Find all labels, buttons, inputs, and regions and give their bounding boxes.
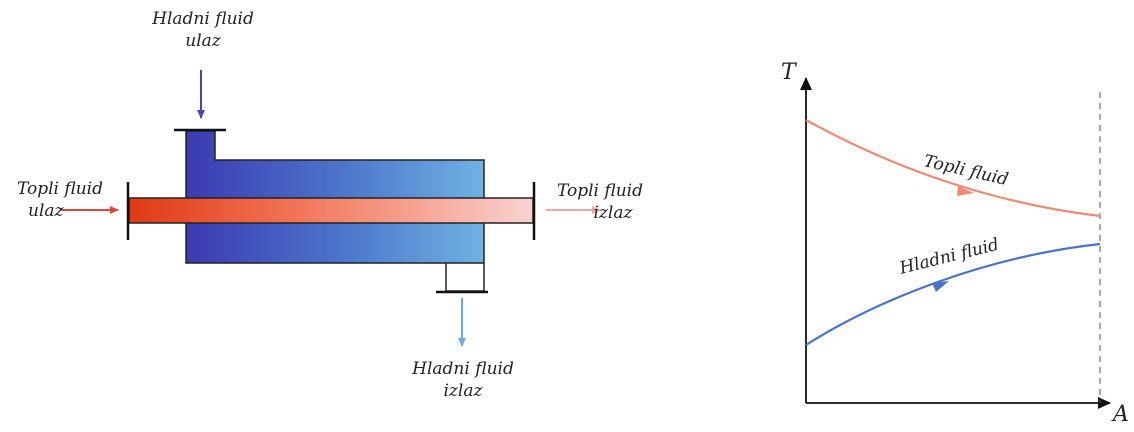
hot-outlet-label-line2: izlaz xyxy=(593,203,633,223)
hot-curve-arrowhead xyxy=(957,186,974,196)
x-axis-label: A xyxy=(1113,402,1129,427)
hot-inlet-label-line1: Topli fluid xyxy=(16,179,104,199)
hot-curve xyxy=(805,119,1101,218)
cold-inlet-label-line1: Hladni fluid xyxy=(152,9,254,29)
cold-curve-arrowhead xyxy=(932,281,949,292)
cold-outlet-label-line2: izlaz xyxy=(443,381,483,401)
cold-outlet-label-line1: Hladni fluid xyxy=(412,359,514,379)
cold-outlet-label: Hladni fluid izlaz xyxy=(398,358,528,402)
hot-outlet-label-line1: Topli fluid xyxy=(556,181,644,201)
hot-inlet-label-line2: ulaz xyxy=(28,201,64,221)
cold-inlet-label: Hladni fluid ulaz xyxy=(140,8,266,52)
cold-inlet-label-line2: ulaz xyxy=(185,31,221,51)
hot-outlet-label: Topli fluid izlaz xyxy=(544,180,656,224)
cold-curve xyxy=(805,242,1101,346)
y-axis-label: T xyxy=(781,60,796,85)
hot-inlet-label: Topli fluid ulaz xyxy=(4,178,116,222)
hot-tube xyxy=(128,197,534,224)
